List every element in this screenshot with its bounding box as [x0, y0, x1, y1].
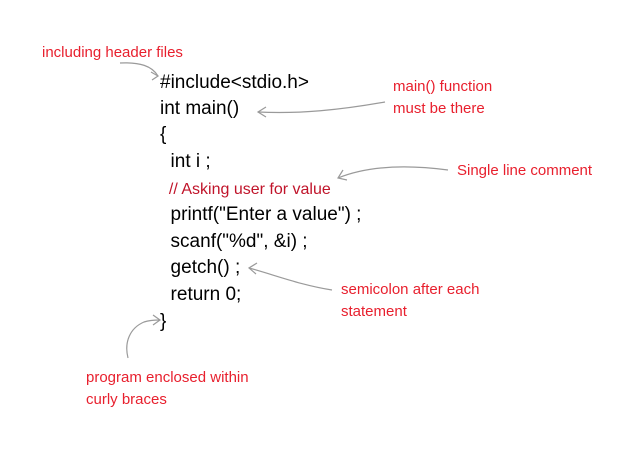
arrow-braces-icon	[126, 319, 161, 359]
annotation-semicolon: semicolon after each statement	[341, 281, 480, 320]
code-line-declaration: int i ;	[160, 151, 211, 172]
arrowhead-comment-icon	[337, 169, 348, 181]
annotation-main-function: main() function must be there	[393, 78, 493, 117]
code-line-scanf: scanf("%d", &i) ;	[160, 231, 308, 252]
arrowhead-header-icon	[150, 71, 160, 81]
arrow-comment-icon	[337, 166, 449, 179]
code-line-close-brace: }	[160, 311, 167, 332]
code-line-printf: printf("Enter a value") ;	[160, 204, 362, 225]
code-line-include: #include<stdio.h>	[160, 72, 309, 93]
annotation-header-files: including header files	[42, 44, 183, 61]
code-line-main: int main()	[160, 98, 240, 119]
arrowhead-semicolon-icon	[247, 262, 258, 275]
code-line-return: return 0;	[160, 284, 242, 305]
code-line-comment: // Asking user for value	[160, 181, 331, 198]
arrowhead-braces-icon	[152, 314, 162, 326]
code-line-open-brace: {	[160, 124, 167, 145]
annotation-single-line-comment: Single line comment	[457, 162, 593, 179]
arrowhead-main-icon	[256, 106, 267, 118]
arrow-header-icon	[119, 62, 159, 77]
arrow-main-icon	[257, 101, 386, 114]
arrow-semicolon-icon	[248, 267, 333, 291]
annotation-curly-braces: program enclosed within curly braces	[86, 369, 249, 408]
code-line-getch: getch() ;	[160, 257, 241, 278]
